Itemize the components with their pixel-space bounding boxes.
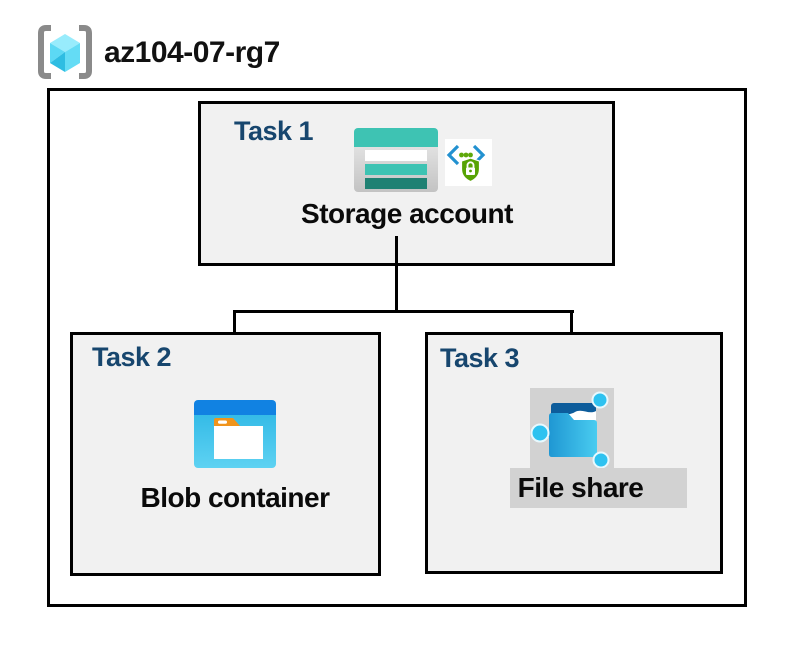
secured-access-icon [445, 139, 492, 186]
storage-account-label: Storage account [301, 198, 513, 229]
task2-label: Task 2 [92, 342, 172, 372]
connector-branch [233, 310, 574, 313]
connector-storage-stem [395, 236, 398, 313]
task3-label: Task 3 [440, 343, 520, 373]
storage-account-icon [354, 128, 438, 192]
resource-group-icon [38, 25, 92, 79]
task1-label: Task 1 [234, 116, 314, 146]
file-share-icon [530, 391, 610, 469]
blob-container-icon [194, 400, 276, 468]
file-share-label: File share [517, 472, 644, 503]
file-share-label-highlight: File share [510, 468, 687, 508]
blob-container-label: Blob container [140, 482, 330, 513]
resource-group-name: az104-07-rg7 [104, 36, 280, 69]
